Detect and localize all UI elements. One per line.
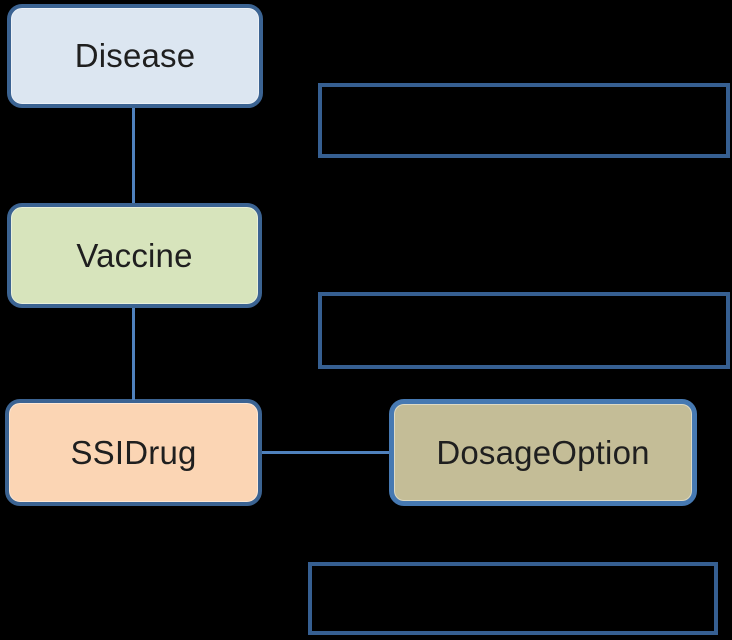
connector-ssidrug-dosageoption	[262, 451, 389, 454]
node-vaccine: Vaccine	[7, 203, 262, 308]
empty-placeholder-box-3	[308, 562, 718, 635]
connector-disease-vaccine	[132, 108, 135, 203]
node-ssidrug: SSIDrug	[5, 399, 262, 506]
empty-placeholder-box-1	[318, 83, 730, 158]
node-vaccine-label: Vaccine	[76, 236, 193, 274]
node-disease: Disease	[7, 4, 263, 108]
empty-placeholder-box-2	[318, 292, 730, 369]
node-disease-label: Disease	[74, 37, 196, 74]
connector-vaccine-ssidrug	[132, 308, 135, 400]
node-dosageoption: DosageOption	[389, 399, 697, 506]
node-ssidrug-label: SSIDrug	[70, 433, 197, 471]
node-dosageoption-label: DosageOption	[436, 433, 650, 471]
